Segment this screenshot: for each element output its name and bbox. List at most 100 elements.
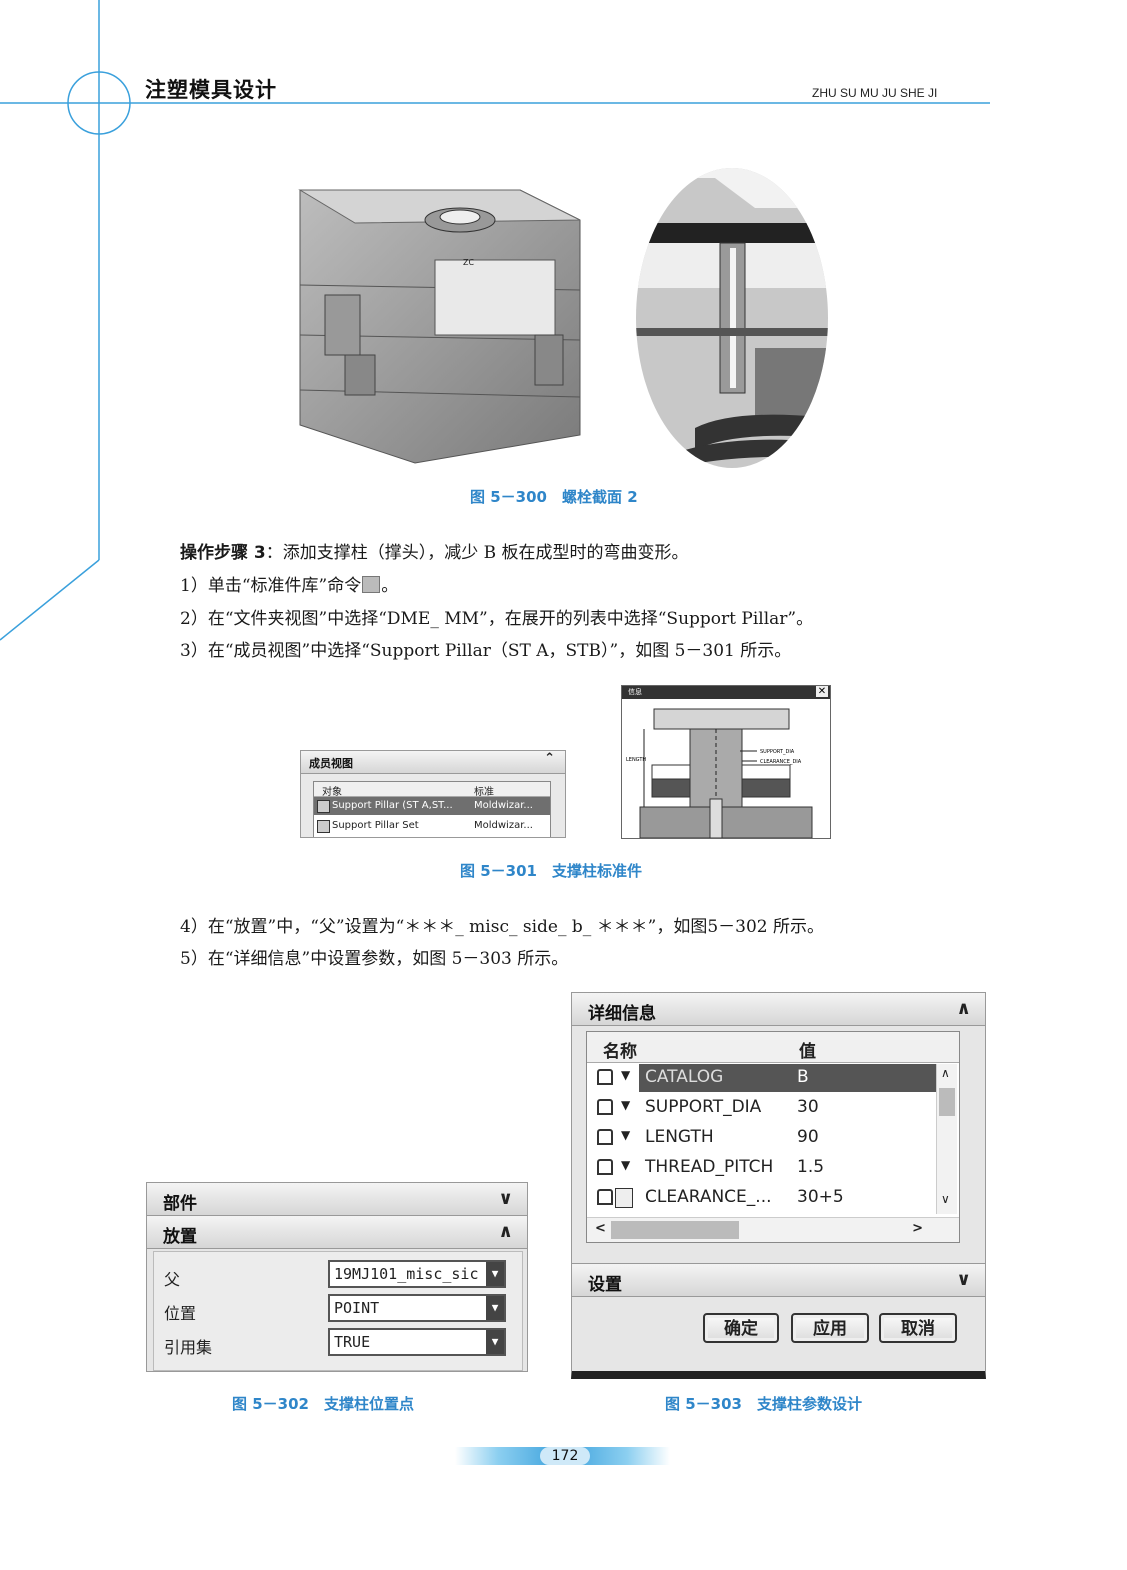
step-line-4: 4）在“放置”中，“父”设置为“＊＊＊_ misc_ side_ b_ ＊＊＊”… xyxy=(180,917,825,937)
bolt-section-image xyxy=(636,168,828,468)
diagram-titlebar: 信息 ✕ xyxy=(622,686,830,699)
step3-line: 操作步骤 3：添加支撑柱（撑头），减少 B 板在成型时的弯曲变形。 xyxy=(180,538,689,563)
table-row[interactable]: Support Pillar Set Moldwizar... xyxy=(314,817,550,835)
ok-button[interactable]: 确定 xyxy=(703,1313,779,1343)
part-section-title: 部件 xyxy=(163,1194,197,1214)
unlock-icon[interactable] xyxy=(597,1069,613,1085)
scroll-down-icon[interactable]: ∨ xyxy=(941,1192,950,1206)
clearance-dia-label: CLEARANCE_DIA xyxy=(760,759,802,765)
scroll-thumb[interactable] xyxy=(939,1088,955,1116)
details-section-header[interactable]: 详细信息 ∧ xyxy=(572,993,985,1026)
placement-section-header[interactable]: 放置 ∧ xyxy=(147,1216,527,1249)
row-value: 90 xyxy=(797,1127,819,1147)
chevron-down-icon[interactable]: ∨ xyxy=(956,1269,971,1290)
support-pillar-set-icon xyxy=(317,820,330,833)
support-pillar-drawing: LENGTH SUPPORT_DIA CLEARANCE_DIA xyxy=(626,708,813,838)
position-dropdown[interactable]: POINT ▼ xyxy=(328,1294,506,1322)
row-value: 1.5 xyxy=(797,1157,825,1177)
parent-dropdown[interactable]: 19MJ101_misc_sic ▼ xyxy=(328,1260,506,1288)
details-panel: 详细信息 ∧ 名称 值 ▼ CATALOG B ▼ SUPPORT_DIA 30… xyxy=(571,992,986,1379)
step-line-1: 1）单击“标准件库”命令。 xyxy=(180,571,398,596)
step3-text: ：添加支撑柱（撑头），减少 B 板在成型时的弯曲变形。 xyxy=(265,543,689,563)
page-decoration xyxy=(0,0,990,641)
member-view-title: 成员视图 xyxy=(309,757,353,770)
length-label: LENGTH xyxy=(626,757,646,763)
scroll-left-icon[interactable]: < xyxy=(595,1221,606,1236)
book-title: 注塑模具设计 xyxy=(145,78,277,102)
row-highlight xyxy=(639,1064,937,1092)
figure-302-caption: 图 5－302 支撑柱位置点 xyxy=(232,1395,414,1413)
chevron-down-icon[interactable]: ▼ xyxy=(621,1128,631,1142)
cancel-button[interactable]: 取消 xyxy=(879,1313,957,1343)
settings-section-title: 设置 xyxy=(588,1275,622,1295)
unlock-icon[interactable] xyxy=(597,1189,613,1205)
reference-set-value: TRUE xyxy=(334,1333,371,1351)
unlock-icon[interactable] xyxy=(597,1129,613,1145)
row-name: THREAD_PITCH xyxy=(645,1157,774,1177)
placement-panel: 部件 ∨ 放置 ∧ 父 19MJ101_misc_sic ▼ 位置 POINT … xyxy=(146,1182,528,1372)
chevron-up-icon[interactable]: ∧ xyxy=(956,998,971,1019)
unlock-icon[interactable] xyxy=(597,1159,613,1175)
col-standard: 标准 xyxy=(474,787,494,798)
step-line-5: 5）在“详细信息”中设置参数，如图 5－303 所示。 xyxy=(180,949,569,969)
figure-300-caption: 图 5－300 螺栓截面 2 xyxy=(470,488,638,506)
chevron-down-icon[interactable]: ▼ xyxy=(621,1068,631,1082)
dropdown-arrow-icon[interactable]: ▼ xyxy=(486,1296,504,1320)
horizontal-scrollbar[interactable]: < > xyxy=(587,1217,959,1242)
expression-icon xyxy=(615,1188,633,1208)
chevron-up-icon[interactable]: ⌃ xyxy=(544,751,555,766)
row-standard: Moldwizar... xyxy=(474,820,533,831)
support-pillar-diagram-window: 信息 ✕ LENGTH SUPPORT_DIA CLEARANCE_DIA xyxy=(621,685,831,839)
col-value: 值 xyxy=(799,1042,816,1062)
reference-set-label: 引用集 xyxy=(164,1338,213,1357)
close-icon[interactable]: ✕ xyxy=(816,686,828,697)
member-view-header[interactable]: 成员视图 ⌃ xyxy=(301,751,565,774)
step-line-2: 2）在“文件夹视图”中选择“DME_ MM”，在展开的列表中选择“Support… xyxy=(180,609,814,629)
unlock-icon[interactable] xyxy=(597,1099,613,1115)
table-row[interactable]: ▼ LENGTH 90 xyxy=(587,1123,922,1153)
settings-section-header[interactable]: 设置 ∨ xyxy=(572,1263,985,1297)
row-name: CLEARANCE_... xyxy=(645,1187,772,1207)
dropdown-arrow-icon[interactable]: ▼ xyxy=(486,1262,504,1286)
chevron-down-icon[interactable]: ∨ xyxy=(498,1188,513,1209)
row-name: LENGTH xyxy=(645,1127,714,1147)
reference-set-dropdown[interactable]: TRUE ▼ xyxy=(328,1328,506,1356)
parent-label: 父 xyxy=(164,1270,181,1289)
support-pillar-icon xyxy=(317,800,330,813)
row-standard: Moldwizar... xyxy=(474,800,533,811)
table-row[interactable]: ▼ SUPPORT_DIA 30 xyxy=(587,1093,922,1123)
page-number: 172 xyxy=(540,1447,590,1465)
position-value: POINT xyxy=(334,1299,380,1317)
table-row[interactable]: ▼ THREAD_PITCH 1.5 xyxy=(587,1153,922,1183)
row-value: B xyxy=(797,1067,809,1087)
row-name: CATALOG xyxy=(645,1067,724,1087)
chevron-down-icon[interactable]: ▼ xyxy=(621,1158,631,1172)
scroll-up-icon[interactable]: ∧ xyxy=(941,1066,950,1080)
table-row[interactable]: Support Pillar (ST A,ST... Moldwizar... xyxy=(314,797,550,815)
standard-part-library-icon xyxy=(362,576,381,593)
member-view-panel: 成员视图 ⌃ 对象 标准 Support Pillar (ST A,ST... … xyxy=(300,750,566,838)
part-section-header[interactable]: 部件 ∨ xyxy=(147,1183,527,1216)
placement-section-title: 放置 xyxy=(163,1227,197,1247)
col-object: 对象 xyxy=(322,787,342,798)
step-line-1-text: 1）单击“标准件库”命令 xyxy=(180,576,362,596)
step3-label: 操作步骤 3 xyxy=(180,543,266,563)
scroll-thumb[interactable] xyxy=(611,1221,739,1239)
support-dia-label: SUPPORT_DIA xyxy=(760,749,795,755)
row-object: Support Pillar Set xyxy=(332,820,419,831)
vertical-scrollbar[interactable]: ∧ ∨ xyxy=(936,1064,957,1214)
details-table: 名称 值 ▼ CATALOG B ▼ SUPPORT_DIA 30 ▼ LENG… xyxy=(586,1031,960,1243)
row-value: 30 xyxy=(797,1097,819,1117)
apply-button[interactable]: 应用 xyxy=(791,1313,869,1343)
figure-303-caption: 图 5－303 支撑柱参数设计 xyxy=(665,1395,862,1413)
chevron-down-icon[interactable]: ▼ xyxy=(621,1098,631,1112)
mold-assembly-image: ZC xyxy=(298,189,581,464)
table-row[interactable]: ▼ CATALOG B xyxy=(587,1063,937,1093)
book-title-pinyin: ZHU SU MU JU SHE JI xyxy=(812,86,938,100)
position-label: 位置 xyxy=(164,1304,197,1323)
chevron-up-icon[interactable]: ∧ xyxy=(498,1221,513,1242)
table-row[interactable]: CLEARANCE_... 30+5 xyxy=(587,1183,922,1213)
scroll-right-icon[interactable]: > xyxy=(912,1221,923,1236)
details-col-header: 名称 值 xyxy=(587,1032,959,1063)
dropdown-arrow-icon[interactable]: ▼ xyxy=(486,1330,504,1354)
